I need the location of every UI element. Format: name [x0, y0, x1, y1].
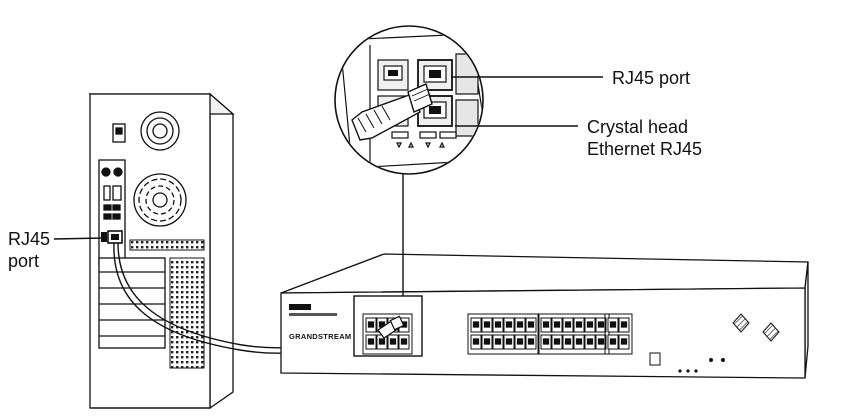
switch-port-socket — [586, 321, 594, 328]
switch-port-socket — [516, 321, 524, 328]
switch-port-socket — [400, 338, 408, 345]
switch-rj45-port-text: RJ45 port — [612, 68, 691, 88]
switch-port-socket — [494, 321, 502, 328]
switch-port-socket — [505, 338, 513, 345]
switch-port-socket — [597, 321, 605, 328]
crystal-head-connector — [351, 83, 433, 141]
switch-port-socket — [367, 338, 375, 345]
switch-port-socket — [575, 338, 583, 345]
crystal-head-line1: Crystal head — [587, 117, 689, 137]
switch-port-bank — [467, 313, 540, 355]
crystal-head-label: Crystal head Ethernet RJ45 — [587, 116, 702, 160]
switch-port-socket — [378, 338, 386, 345]
switch-port-bank-frame — [467, 313, 540, 355]
switch-port-socket — [472, 321, 480, 328]
switch-port-socket — [527, 338, 535, 345]
switch-port-socket — [553, 321, 561, 328]
switch-port-socket — [609, 321, 617, 328]
desktop-computer — [88, 92, 235, 410]
switch-port-socket — [483, 321, 491, 328]
switch-port-socket — [367, 321, 375, 328]
switch-port-socket — [553, 338, 561, 345]
switch-port-socket — [597, 338, 605, 345]
switch-port-socket — [564, 338, 572, 345]
switch-port-socket — [564, 321, 572, 328]
pc-rj45-port-label: RJ45 port — [8, 228, 50, 272]
switch-port-socket — [586, 338, 594, 345]
pc-port-leader-line — [53, 237, 104, 240]
switch-cable-end — [377, 315, 405, 339]
switch-port-socket — [542, 338, 550, 345]
switch-port-banks — [362, 313, 633, 355]
switch-port-socket — [494, 338, 502, 345]
switch-brand-text: GRANDSTREAM — [289, 332, 351, 341]
switch-port-socket — [472, 338, 480, 345]
switch-port-socket — [620, 338, 628, 345]
network-switch: GRANDSTREAM — [280, 174, 809, 379]
pc-port-line2: port — [8, 251, 40, 271]
crystal-head-line2: Ethernet RJ45 — [587, 139, 703, 159]
magnified-port-view — [334, 25, 603, 175]
switch-port-socket — [505, 321, 513, 328]
switch-port-bank-frame — [604, 313, 633, 355]
switch-rj45-port-label: RJ45 port — [612, 67, 690, 89]
switch-port-socket — [575, 321, 583, 328]
switch-port-socket — [609, 338, 617, 345]
switch-port-bank — [537, 313, 610, 355]
switch-port-bank — [604, 313, 633, 355]
switch-port-socket — [483, 338, 491, 345]
switch-port-bank-frame — [362, 313, 413, 355]
switch-port-socket — [620, 321, 628, 328]
switch-port-socket — [516, 338, 524, 345]
switch-port-socket — [389, 338, 397, 345]
switch-port-socket — [527, 321, 535, 328]
switch-port-bank-frame — [537, 313, 610, 355]
pc-port-line1: RJ45 — [8, 229, 51, 249]
switch-port-socket — [542, 321, 550, 328]
